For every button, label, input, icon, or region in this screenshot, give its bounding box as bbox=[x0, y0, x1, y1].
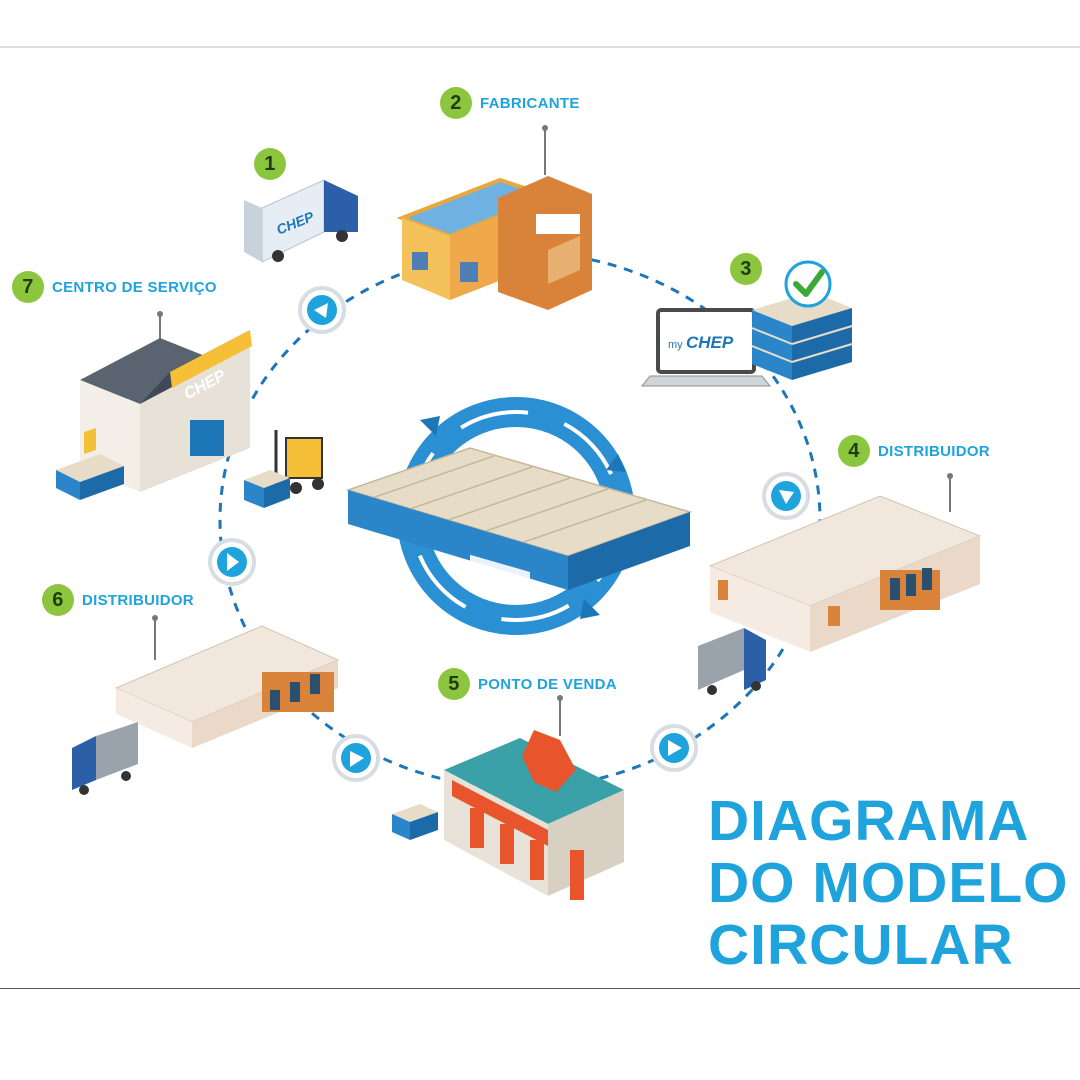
flow-arrow-icon bbox=[298, 286, 346, 334]
chep-truck-icon: CHEP bbox=[244, 179, 358, 263]
delivery-truck-icon bbox=[698, 628, 766, 695]
title-line-2: DO MODELO bbox=[708, 851, 1069, 915]
laptop-chep-logo: CHEP bbox=[686, 333, 734, 352]
step-4-label: 4 DISTRIBUIDOR bbox=[838, 435, 990, 467]
step-5-text: PONTO DE VENDA bbox=[478, 675, 617, 693]
step-4-text: DISTRIBUIDOR bbox=[878, 442, 990, 460]
flow-arrow-icon bbox=[762, 472, 810, 520]
top-divider bbox=[0, 46, 1080, 48]
distributor-building-left-icon bbox=[114, 615, 340, 748]
flow-arrow-icon bbox=[208, 538, 256, 586]
step-7-text: CENTRO DE SERVIÇO bbox=[52, 278, 217, 296]
step-3-label: 3 bbox=[730, 253, 770, 285]
step-3-number: 3 bbox=[730, 253, 762, 285]
service-center-building-icon: CHEP bbox=[56, 311, 252, 500]
step-2-label: 2 FABRICANTE bbox=[440, 87, 580, 119]
distributor-building-icon bbox=[708, 473, 982, 652]
step-2-number: 2 bbox=[440, 87, 472, 119]
step-6-number: 6 bbox=[42, 584, 74, 616]
mychep-laptop-icon: my CHEP bbox=[640, 308, 772, 387]
step-4-number: 4 bbox=[838, 435, 870, 467]
forklift-icon bbox=[244, 430, 324, 508]
step-7-number: 7 bbox=[12, 271, 44, 303]
title-line-1: DIAGRAMA bbox=[708, 789, 1030, 853]
factory-icon bbox=[396, 125, 592, 310]
step-6-text: DISTRIBUIDOR bbox=[82, 591, 194, 609]
diagram-title: DIAGRAMA DO MODELO CIRCULAR bbox=[708, 790, 1069, 976]
step-1-label: 1 bbox=[254, 148, 294, 180]
flow-arrow-icon bbox=[650, 724, 698, 772]
laptop-my-prefix: my bbox=[668, 339, 683, 351]
delivery-truck-left-icon bbox=[72, 722, 138, 795]
center-pallet-cycle bbox=[345, 397, 693, 635]
point-of-sale-building-icon bbox=[392, 695, 624, 900]
step-1-number: 1 bbox=[254, 148, 286, 180]
step-2-text: FABRICANTE bbox=[480, 94, 580, 112]
bottom-divider bbox=[0, 988, 1080, 989]
step-6-label: 6 DISTRIBUIDOR bbox=[42, 584, 194, 616]
pallet-stack-icon bbox=[751, 292, 853, 380]
step-5-number: 5 bbox=[438, 668, 470, 700]
checkmark-icon bbox=[784, 260, 832, 308]
step-5-label: 5 PONTO DE VENDA bbox=[438, 668, 617, 700]
title-line-3: CIRCULAR bbox=[708, 913, 1014, 977]
flow-arrow-icon bbox=[332, 734, 380, 782]
step-7-label: 7 CENTRO DE SERVIÇO bbox=[12, 271, 217, 303]
